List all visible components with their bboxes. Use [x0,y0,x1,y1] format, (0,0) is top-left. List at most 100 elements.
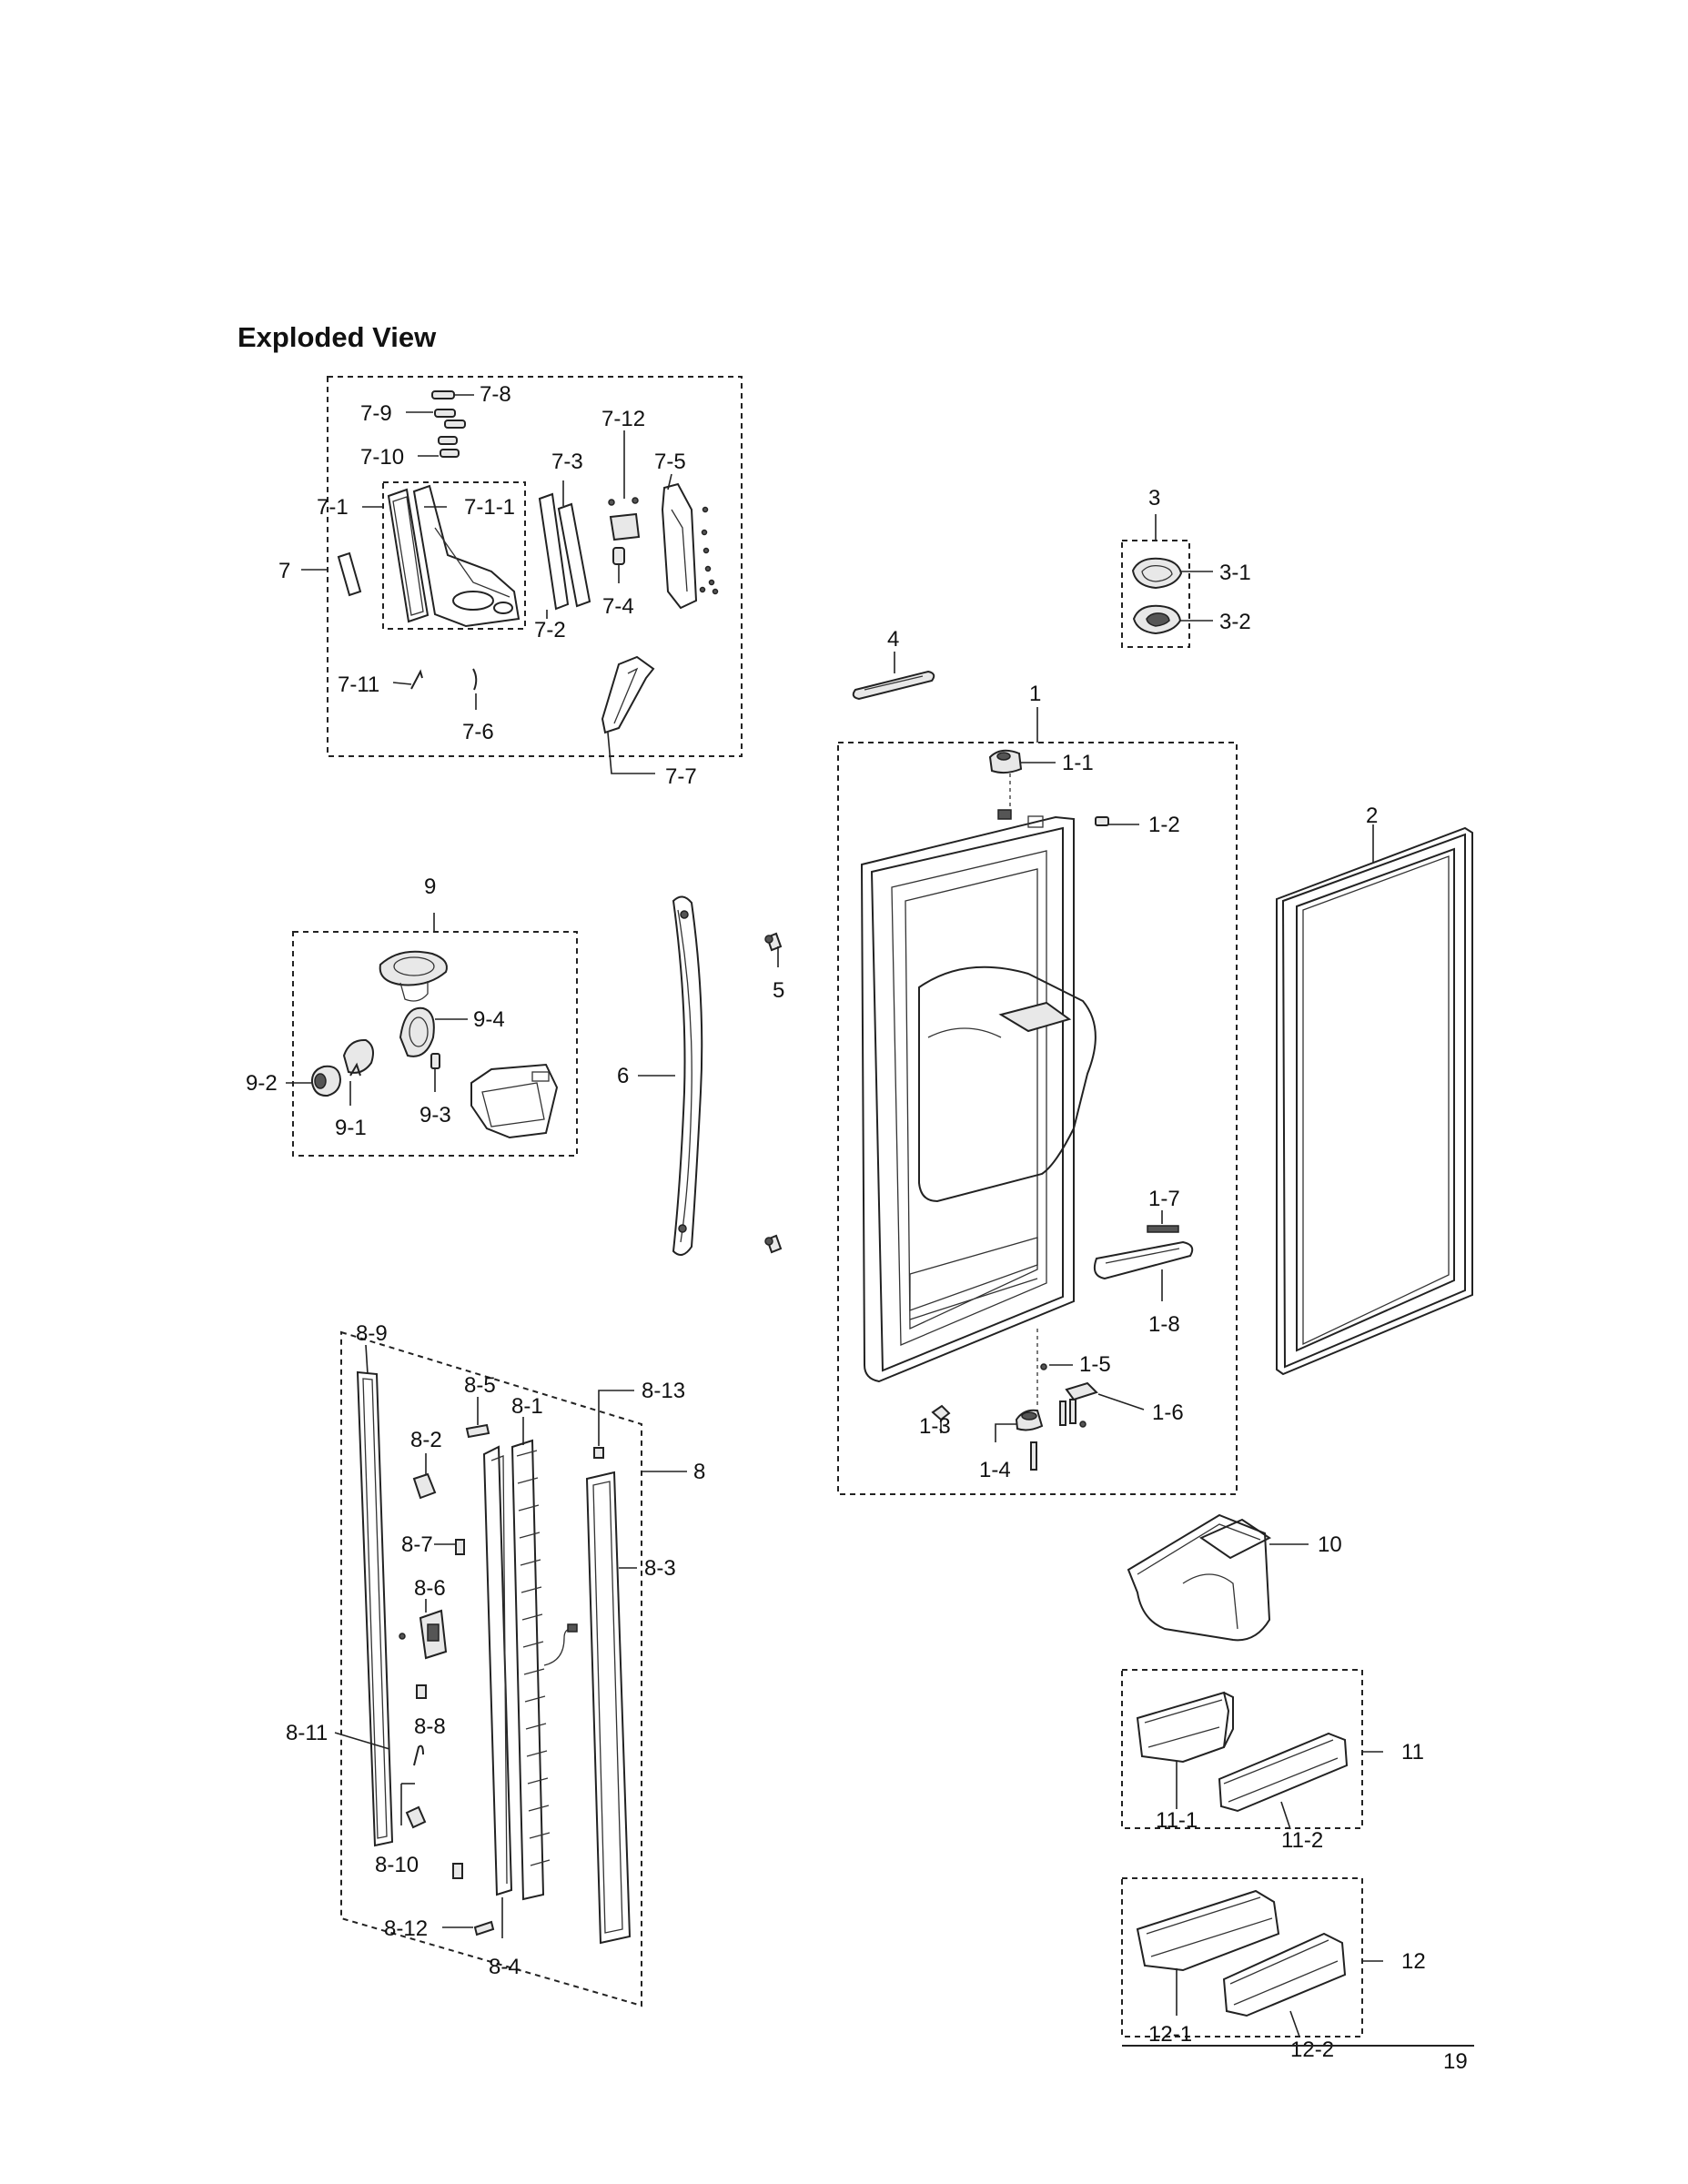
label-2: 2 [1366,804,1378,828]
part-9-housing [470,1063,559,1139]
group-8-box [340,1330,642,2007]
label-8-1: 8-1 [511,1394,543,1419]
label-1-2: 1-2 [1148,813,1180,837]
part-6-door-handle [638,895,703,1256]
label-8-13: 8-13 [642,1379,685,1403]
label-7-10: 7-10 [360,445,404,470]
part-1-2-pin [1095,816,1109,826]
label-1-3: 1-3 [919,1414,951,1439]
part-8-12-part [473,1920,495,1936]
part-7-3-panel [538,492,570,611]
label-11: 11 [1401,1740,1424,1764]
group-11-box [1121,1669,1363,1829]
group-12-box [1121,1877,1363,2037]
label-8-10: 8-10 [375,1853,419,1877]
part-1-3-stopper [931,1404,951,1421]
label-8-2: 8-2 [410,1428,442,1452]
label-10: 10 [1318,1532,1342,1557]
group-7-dispenser-cover [301,376,743,774]
part-11-1-guard [1136,1691,1230,1764]
part-8-8-part [416,1684,427,1699]
part-8-5-clip [465,1423,490,1439]
label-1-4: 1-4 [979,1458,1011,1482]
part-7-6-spring [472,668,478,691]
label-7-11: 7-11 [338,672,379,697]
part-8-1-inner-strip [482,1445,513,1896]
label-7-7: 7-7 [665,764,697,789]
part-9-4-fan [399,1006,435,1057]
group-11-door-guards [1121,1669,1383,1830]
label-8: 8 [693,1460,705,1484]
part-9-cap [379,950,448,986]
page-number: 19 [1443,2049,1468,2074]
label-8-8: 8-8 [414,1714,446,1739]
label-5: 5 [773,978,784,1003]
part-8-1-heater-strip [510,1439,545,1901]
part-8-2-bracket [412,1472,437,1500]
label-1-6: 1-6 [1152,1400,1184,1425]
label-8-12: 8-12 [384,1916,428,1941]
group-1-box [837,742,1238,1495]
label-7-1-1: 7-1-1 [464,495,515,520]
label-7-8: 7-8 [480,382,511,407]
group-12-door-guards [1121,1877,1383,2037]
part-7-1-1-dispenser-frame [412,484,521,628]
label-3-1: 3-1 [1219,561,1251,585]
part-1-5-washer [1040,1363,1047,1370]
part-7-trim-strip [337,551,362,597]
group-7-1-box [382,481,526,630]
label-6: 6 [617,1064,629,1088]
part-10-guard-bin [1127,1513,1309,1642]
group-9-box [292,931,578,1157]
label-1-7: 1-7 [1148,1187,1180,1211]
part-5-handle-bolts [764,932,783,1254]
part-7-4-small-part [612,547,625,565]
label-1-1: 1-1 [1062,751,1094,775]
group-9-motor-assembly [286,913,578,1157]
label-8-5: 8-5 [464,1373,496,1398]
label-12-1: 12-1 [1148,2022,1192,2047]
label-7-4: 7-4 [602,594,634,619]
label-9-2: 9-2 [246,1071,278,1096]
group-7-box [327,376,743,757]
label-9-1: 9-1 [335,1116,367,1140]
part-7-2-panel [557,502,591,608]
part-4-cap [852,652,935,701]
part-7-12-switch [609,512,641,541]
label-1-5: 1-5 [1079,1352,1111,1377]
screws-7-5 [699,506,719,595]
page-title: Exploded View [238,321,437,353]
part-3-1 [1131,557,1183,590]
part-1-4-pin [1030,1441,1037,1471]
part-2-door-gasket [1276,824,1473,1376]
group-3-hinge-parts [1121,514,1213,648]
part-7-7-actuator [601,655,655,734]
part-7-1-cover-panel [387,488,430,623]
label-9-4: 9-4 [473,1007,505,1032]
part-7-8-clips [431,390,466,458]
label-1-8: 1-8 [1148,1312,1180,1337]
label-12-2: 12-2 [1290,2037,1334,2062]
label-11-2: 11-2 [1281,1828,1323,1853]
part-8-7-part [455,1539,465,1555]
part-1-door-body [860,815,1075,1383]
part-12-1-guard [1136,1889,1280,1972]
label-7-12: 7-12 [601,407,645,431]
part-12-2-guard [1222,1932,1347,2017]
part-8-3-cover [585,1471,632,1945]
label-8-7: 8-7 [401,1532,433,1557]
label-8-6: 8-6 [414,1576,446,1601]
part-8-9-strip [356,1370,394,1847]
label-8-3: 8-3 [644,1556,676,1581]
part-1-6-screw-a [1059,1400,1066,1426]
part-7-5-bracket [661,482,698,610]
label-8-11: 8-11 [286,1721,328,1745]
label-3: 3 [1148,486,1160,511]
part-1-dispenser-recess [918,966,1097,1203]
label-4: 4 [887,627,899,652]
label-7-5: 7-5 [654,450,686,474]
label-1: 1 [1029,682,1041,706]
label-7: 7 [278,559,290,583]
group-8-hinge-side-assembly [334,1330,687,2007]
